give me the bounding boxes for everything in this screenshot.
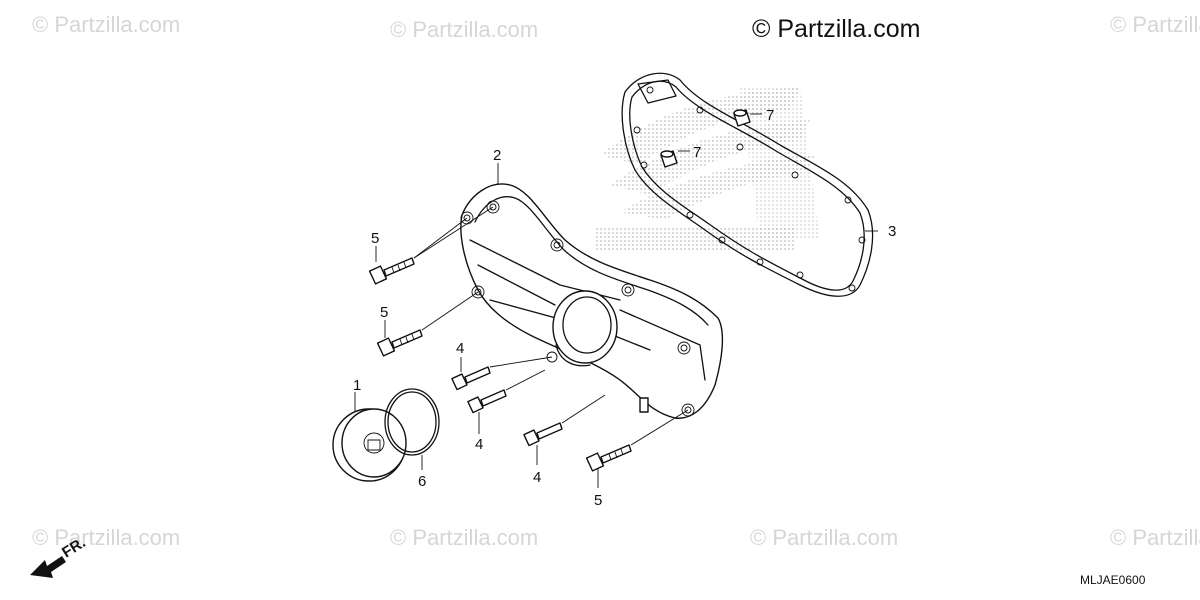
honda-wing-logo <box>595 88 820 252</box>
part-5-flange-bolt <box>376 329 423 357</box>
watermark-text: © Partzilla.com <box>1110 12 1200 37</box>
watermark-text: © Partzilla.com <box>32 525 180 550</box>
part-6-o-ring <box>384 388 440 456</box>
callout-3: 3 <box>888 223 896 240</box>
part-4-flange-bolt <box>523 422 563 447</box>
part-4-flange-bolt <box>467 389 507 414</box>
callout-7b: 7 <box>693 144 701 161</box>
part-7-dowel-pin <box>733 109 751 127</box>
callout-4c: 4 <box>533 469 541 486</box>
callout-1: 1 <box>353 377 361 394</box>
callout-7a: 7 <box>766 107 774 124</box>
watermark-layer: © Partzilla.com © Partzilla.com © Partzi… <box>32 12 1200 550</box>
part-7-dowel-pin <box>660 150 678 168</box>
watermark-text: © Partzilla.com <box>32 12 180 37</box>
part-5-flange-bolt <box>585 444 632 472</box>
callout-leader-lines <box>354 113 878 488</box>
callout-4b: 4 <box>475 436 483 453</box>
callout-5b: 5 <box>380 304 388 321</box>
brand-watermark: © Partzilla.com <box>752 15 920 43</box>
part-5-flange-bolt <box>368 257 415 285</box>
arrow-down-left-icon <box>30 556 66 578</box>
watermark-text: © Partzilla.com <box>390 525 538 550</box>
watermark-text: © Partzilla.com <box>390 17 538 42</box>
watermark-text: © Partzilla.com <box>750 525 898 550</box>
part-2-cover <box>460 183 724 419</box>
watermark-text: © Partzilla.com <box>1110 525 1200 550</box>
assembly-leader-lines <box>413 206 689 446</box>
callout-2: 2 <box>493 147 501 164</box>
callout-6: 6 <box>418 473 426 490</box>
callout-4a: 4 <box>456 340 464 357</box>
part-3-gasket <box>621 72 874 297</box>
diagram-code: MLJAE0600 <box>1080 573 1146 587</box>
callout-5c: 5 <box>594 492 602 509</box>
callout-labels: 1 2 3 4 4 4 5 5 5 6 7 7 <box>353 107 896 509</box>
part-1-cap <box>332 408 407 482</box>
part-4-flange-bolt <box>451 366 491 391</box>
callout-5a: 5 <box>371 230 379 247</box>
